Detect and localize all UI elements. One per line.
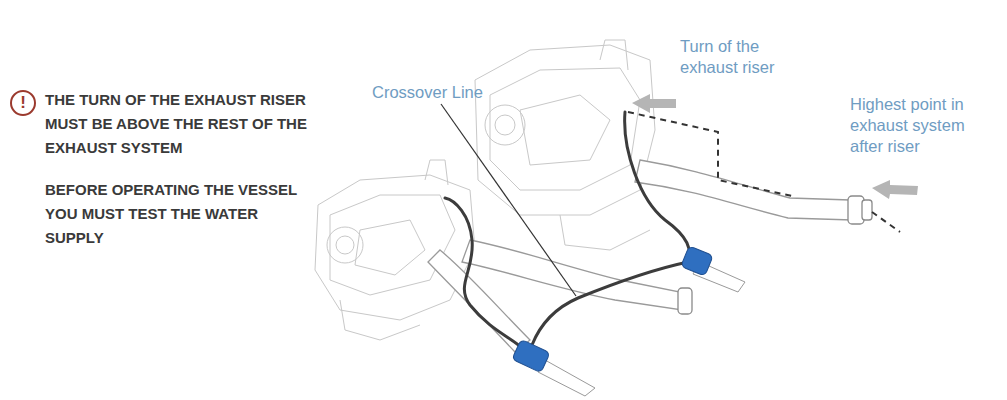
part-label: Crossover Line — [372, 82, 512, 103]
icon-glyph: ! — [20, 93, 26, 113]
part-label: Turn of the exhaust riser — [680, 36, 792, 78]
part-label: Highest point in exhaust system after ri… — [850, 94, 988, 157]
warning-note: BEFORE OPERATING THE VESSEL YOU MUST TES… — [45, 178, 307, 250]
warning-icon: ! — [10, 90, 36, 116]
warning-note: THE TURN OF THE EXHAUST RISER MUST BE AB… — [45, 88, 307, 160]
